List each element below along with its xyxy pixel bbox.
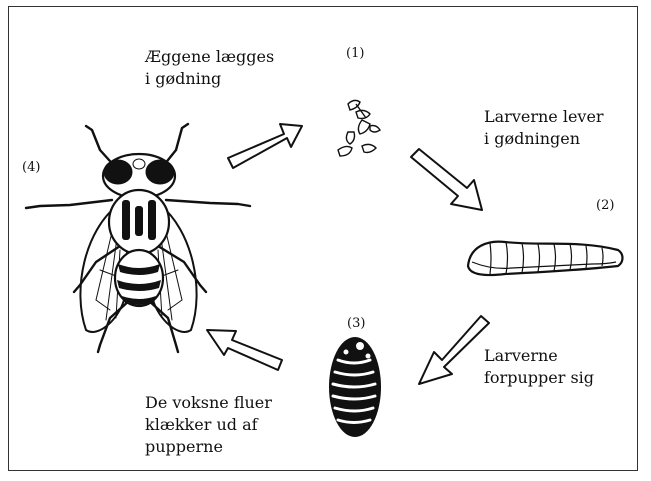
arrow-fly-to-eggs	[228, 124, 302, 168]
pupa-icon	[329, 337, 381, 437]
fly-icon	[26, 124, 250, 352]
larva-icon	[468, 242, 623, 275]
arrow-pupa-to-fly	[207, 330, 282, 370]
eggs-icon	[338, 100, 380, 156]
arrow-larva-to-pupa	[419, 316, 489, 384]
arrow-eggs-to-larva	[411, 149, 482, 210]
